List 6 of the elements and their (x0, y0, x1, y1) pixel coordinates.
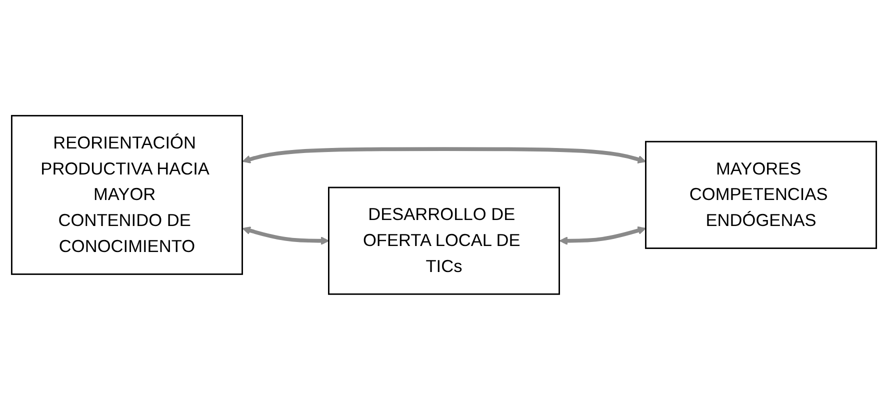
node-box: DESARROLLO DE OFERTA LOCAL DE TICs (328, 186, 560, 295)
arrow (242, 147, 646, 164)
arrow (242, 226, 330, 246)
arrow (559, 226, 646, 246)
node-box: MAYORES COMPETENCIAS ENDÓGENAS (645, 141, 878, 250)
node-box: REORIENTACIÓN PRODUCTIVA HACIA MAYOR CONTENIDO DE CONOCIMIENTO (10, 115, 243, 275)
